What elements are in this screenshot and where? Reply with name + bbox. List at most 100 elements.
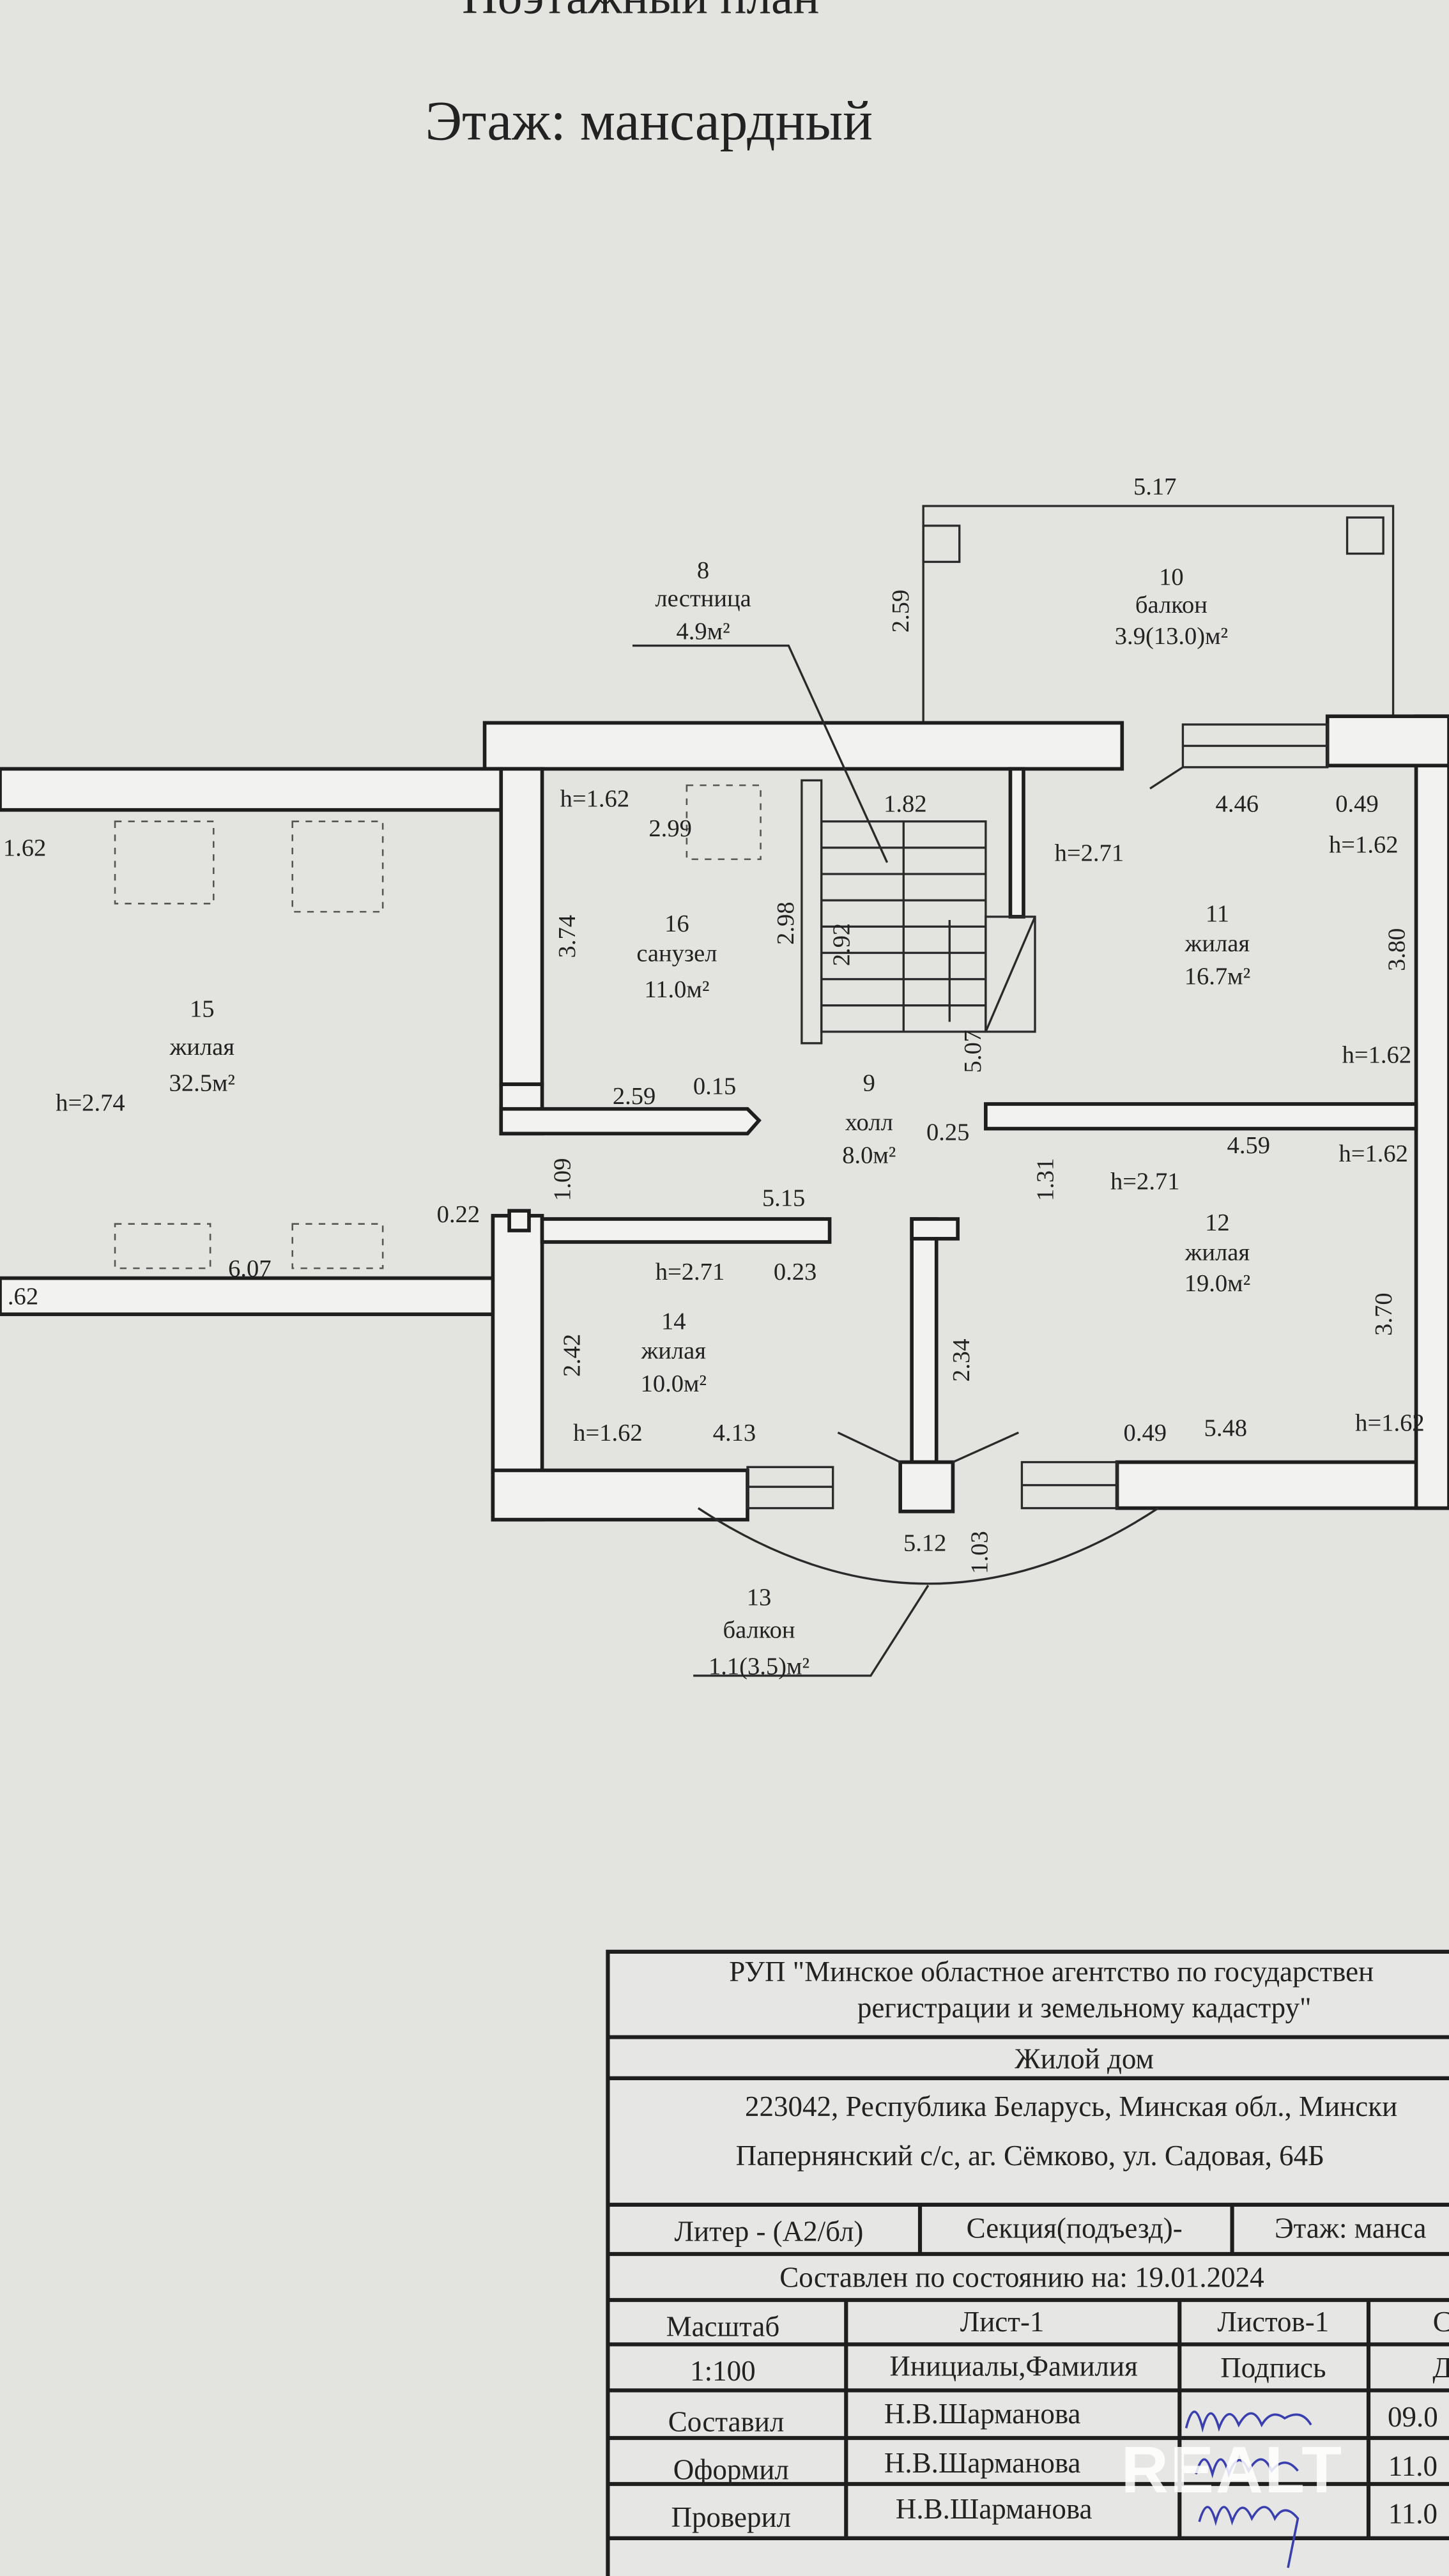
realt-watermark-logo: REALT <box>1121 2433 1344 2506</box>
section: Секция(подъезд)- <box>967 2212 1183 2244</box>
low-ceiling-zones <box>114 784 762 1269</box>
room-14-name: жилая <box>641 1338 707 1365</box>
windows <box>746 723 1329 1510</box>
object-name: Жилой дом <box>1015 2043 1154 2074</box>
dim: 5.15 <box>762 1184 805 1211</box>
dim: 0.22 <box>437 1201 480 1228</box>
dim: h=1.62 <box>560 786 630 813</box>
liter: Литер - (А2/бл) <box>674 2215 863 2247</box>
leader-line-8 <box>632 644 889 863</box>
room-9-area: 8.0м² <box>842 1142 896 1169</box>
balcony-10-outline <box>922 505 1395 732</box>
dim: 5.48 <box>1204 1414 1247 1441</box>
role: Оформил <box>673 2453 789 2485</box>
dim: 3.70 <box>1370 1292 1397 1335</box>
date: 11.0 <box>1388 2498 1438 2530</box>
balcony-13-arc <box>697 1507 1159 1585</box>
dim: 0.49 <box>1124 1420 1167 1446</box>
dim: 4.59 <box>1227 1132 1270 1159</box>
room-12-name: жилая <box>1184 1239 1250 1266</box>
dim: 0.23 <box>774 1259 816 1285</box>
title-block: РУП "Минское областное агентство по госу… <box>606 1949 1449 2576</box>
dim: 4.46 <box>1216 790 1259 817</box>
room-13-name: балкон <box>723 1617 795 1644</box>
col-date: Д <box>1432 2352 1449 2384</box>
room-16-name: санузел <box>636 940 717 967</box>
agency-line-1: РУП "Минское областное агентство по госу… <box>729 1956 1374 1988</box>
room-16-number: 16 <box>664 910 689 937</box>
plan-title: Поэтажный план <box>462 0 819 24</box>
dim: 0.25 <box>926 1119 969 1146</box>
room-10-name: балкон <box>1135 592 1208 618</box>
room-11-area: 16.7м² <box>1184 963 1250 990</box>
room-14-area: 10.0м² <box>641 1370 707 1397</box>
role: Составил <box>668 2406 785 2438</box>
dim: 6.07 <box>228 1255 271 1282</box>
floor: Этаж: манса <box>1275 2212 1426 2244</box>
dim: h=1.62 <box>573 1420 643 1446</box>
room-15-name: жилая <box>169 1034 235 1061</box>
dim: h=1.62 <box>1355 1410 1425 1437</box>
dim: 1.03 <box>966 1531 993 1574</box>
col-signature: Подпись <box>1220 2352 1326 2384</box>
room-10-area: 3.9(13.0)м² <box>1115 623 1228 650</box>
address-line-1: 223042, Республика Беларусь, Минская обл… <box>745 2090 1397 2122</box>
dim: 5.12 <box>903 1529 946 1556</box>
dim: .62 <box>8 1284 38 1310</box>
dim: h=2.71 <box>1055 839 1124 866</box>
room-16-area: 11.0м² <box>644 976 709 1003</box>
date: 11.0 <box>1388 2450 1438 2482</box>
person-name: Н.В.Шарманова <box>896 2493 1092 2525</box>
dim: 1.09 <box>549 1158 576 1201</box>
person-name: Н.В.Шарманова <box>884 2447 1081 2479</box>
room-labels: 8 лестница 4.9м² 10 балкон 3.9(13.0)м² 1… <box>169 557 1251 1680</box>
room-10-number: 10 <box>1159 564 1184 590</box>
dim: 1.82 <box>884 790 926 817</box>
room-9-name: холл <box>845 1109 893 1136</box>
room-11-number: 11 <box>1206 901 1229 928</box>
col-name: Инициалы,Фамилия <box>889 2350 1137 2382</box>
floor-title: Этаж: мансардный <box>425 90 873 152</box>
dim: 3.74 <box>554 915 581 958</box>
dim: 2.59 <box>887 590 914 632</box>
room-9-number: 9 <box>863 1070 875 1096</box>
dim: h=2.74 <box>56 1089 125 1116</box>
dim: h=2.71 <box>656 1259 725 1285</box>
room-8-number: 8 <box>697 557 709 584</box>
signatures <box>1184 2411 1312 2568</box>
role: Проверил <box>671 2501 792 2533</box>
dim: 1.31 <box>1032 1158 1059 1201</box>
leader-line-13 <box>693 1584 930 1677</box>
header-sheet: Лист-1 <box>960 2306 1045 2338</box>
staircase <box>801 779 1036 1045</box>
room-13-number: 13 <box>747 1584 772 1611</box>
compiled-on: Составлен по состоянию на: 19.01.2024 <box>779 2261 1264 2293</box>
person-name: Н.В.Шарманова <box>884 2398 1081 2430</box>
dim: h=1.62 <box>1342 1042 1412 1069</box>
dim: 1.62 <box>3 835 46 862</box>
dim: 2.98 <box>772 901 799 944</box>
dim: h=2.71 <box>1110 1169 1180 1195</box>
room-12-number: 12 <box>1205 1209 1230 1236</box>
room-12-area: 19.0м² <box>1184 1270 1250 1297</box>
dim: 5.17 <box>1133 473 1176 500</box>
dim: 2.42 <box>559 1334 586 1377</box>
room-15-number: 15 <box>190 996 215 1023</box>
dimensions: 5.17 2.59 4.46 0.49 h=1.62 h=2.71 3.80 h… <box>3 473 1425 1574</box>
dim: 0.15 <box>693 1073 736 1100</box>
room-8-name: лестница <box>655 585 751 612</box>
dim: 4.13 <box>713 1420 756 1446</box>
dim: 5.07 <box>960 1030 986 1073</box>
dim: h=1.62 <box>1329 832 1399 859</box>
header-scale: Масштаб <box>666 2311 780 2343</box>
walls <box>0 714 1449 1522</box>
room-11-name: жилая <box>1184 930 1250 957</box>
address-line-2: Папернянский с/с, аг. Сёмково, ул. Садов… <box>736 2140 1324 2172</box>
agency-line-2: регистрации и земельному кадастру" <box>857 1992 1312 2024</box>
room-14-number: 14 <box>661 1308 686 1335</box>
scale-value: 1:100 <box>690 2355 756 2387</box>
dim: 2.59 <box>613 1083 656 1110</box>
dim: 0.49 <box>1335 790 1378 817</box>
room-13-area: 1.1(3.5)м² <box>709 1653 809 1680</box>
